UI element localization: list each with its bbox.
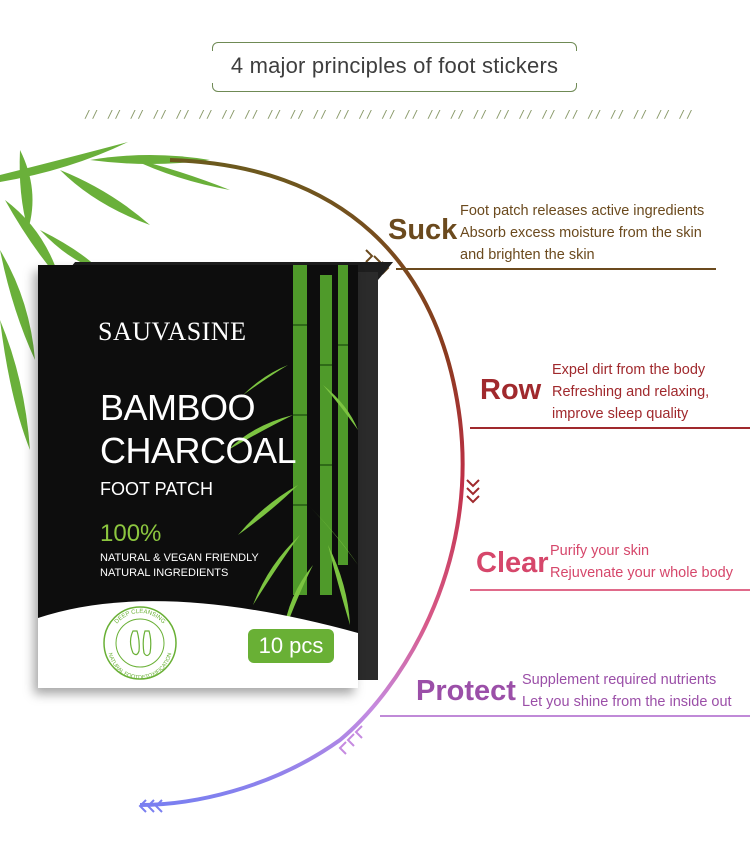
principle-label: Protect: [416, 675, 516, 707]
percent-label: 100%: [100, 520, 162, 547]
principle-description: Foot patch releases active ingredients A…: [460, 203, 705, 263]
page-title: 4 major principles of foot stickers: [230, 53, 559, 78]
product-subtitle-1: NATURAL & VEGAN FRIENDLY: [100, 552, 259, 564]
principle-description: Expel dirt from the body Refreshing and …: [552, 362, 710, 422]
principle-underline: [470, 427, 750, 429]
principle-description: Supplement required nutrients Let you sh…: [522, 672, 732, 710]
principle-label: Suck: [388, 214, 458, 246]
foot-stamp-icon: DEEP CLEANSING NATURAL FOOTDETOXIFICATIO…: [103, 606, 177, 681]
principle-label: Row: [480, 374, 542, 406]
product-subtitle-2: NATURAL INGREDIENTS: [100, 567, 229, 579]
wave-shape: [38, 601, 358, 688]
principle-underline: [396, 268, 716, 270]
box-side-face: [358, 272, 378, 680]
principle-underline: [470, 589, 750, 591]
title-frame: 4 major principles of foot stickers: [211, 42, 578, 92]
principle-description: Purify your skin Rejuvenate your whole b…: [550, 543, 733, 581]
decorative-divider: // // // // // // // // // // // // // /…: [84, 108, 700, 121]
product-name-line3: FOOT PATCH: [100, 479, 214, 499]
product-name-line2: CHARCOAL: [100, 430, 297, 471]
principle-underline: [380, 715, 750, 717]
product-box: SAUVASINE BAMBOO CHARCOAL FOOT PATCH 100…: [38, 265, 358, 688]
product-name-line1: BAMBOO: [100, 387, 256, 428]
bamboo-leaves-icon: [0, 142, 230, 450]
bamboo-stalks-icon: [228, 265, 358, 635]
brand-name: SAUVASINE: [98, 317, 247, 346]
pcs-badge: 10 pcs: [248, 629, 334, 663]
principle-label: Clear: [476, 547, 549, 579]
